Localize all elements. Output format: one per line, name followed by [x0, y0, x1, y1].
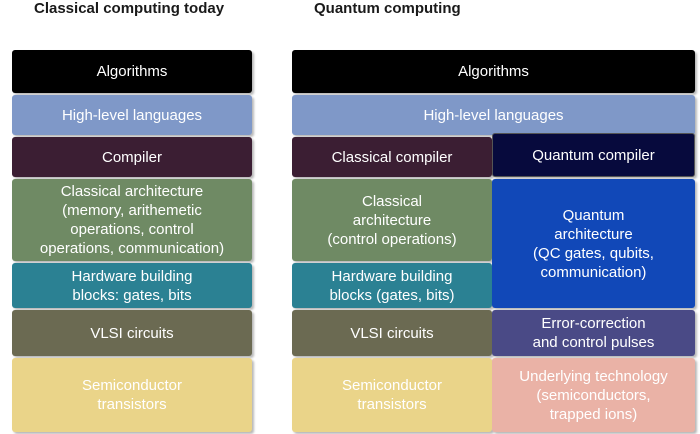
classical-semiconductor-block: Semiconductor transistors	[12, 358, 252, 432]
quantum-compiler-block: Quantum compiler	[492, 133, 695, 177]
classical-hardware-block: Hardware building blocks: gates, bits	[12, 263, 252, 308]
quantum-high-level-languages-block: High-level languages	[292, 95, 695, 135]
quantum-classical-architecture-block: Classical architecture (control operatio…	[292, 179, 492, 261]
quantum-semiconductor-block: Semiconductor transistors	[292, 358, 492, 432]
classical-computing-heading: Classical computing today	[34, 0, 225, 17]
classical-architecture-block: Classical architecture (memory, aritheme…	[12, 179, 252, 261]
quantum-classical-compiler-block: Classical compiler	[292, 137, 492, 177]
quantum-architecture-block: Quantum architecture (QC gates, qubits, …	[492, 179, 695, 308]
error-correction-block: Error-correction and control pulses	[492, 310, 695, 356]
quantum-hardware-block: Hardware building blocks (gates, bits)	[292, 263, 492, 308]
quantum-vlsi-block: VLSI circuits	[292, 310, 492, 356]
quantum-computing-heading: Quantum computing	[314, 0, 461, 17]
quantum-algorithms-block: Algorithms	[292, 50, 695, 93]
underlying-technology-block: Underlying technology (semiconductors, t…	[492, 358, 695, 432]
classical-compiler-block: Compiler	[12, 137, 252, 177]
classical-vlsi-block: VLSI circuits	[12, 310, 252, 356]
classical-high-level-languages-block: High-level languages	[12, 95, 252, 135]
classical-algorithms-block: Algorithms	[12, 50, 252, 93]
